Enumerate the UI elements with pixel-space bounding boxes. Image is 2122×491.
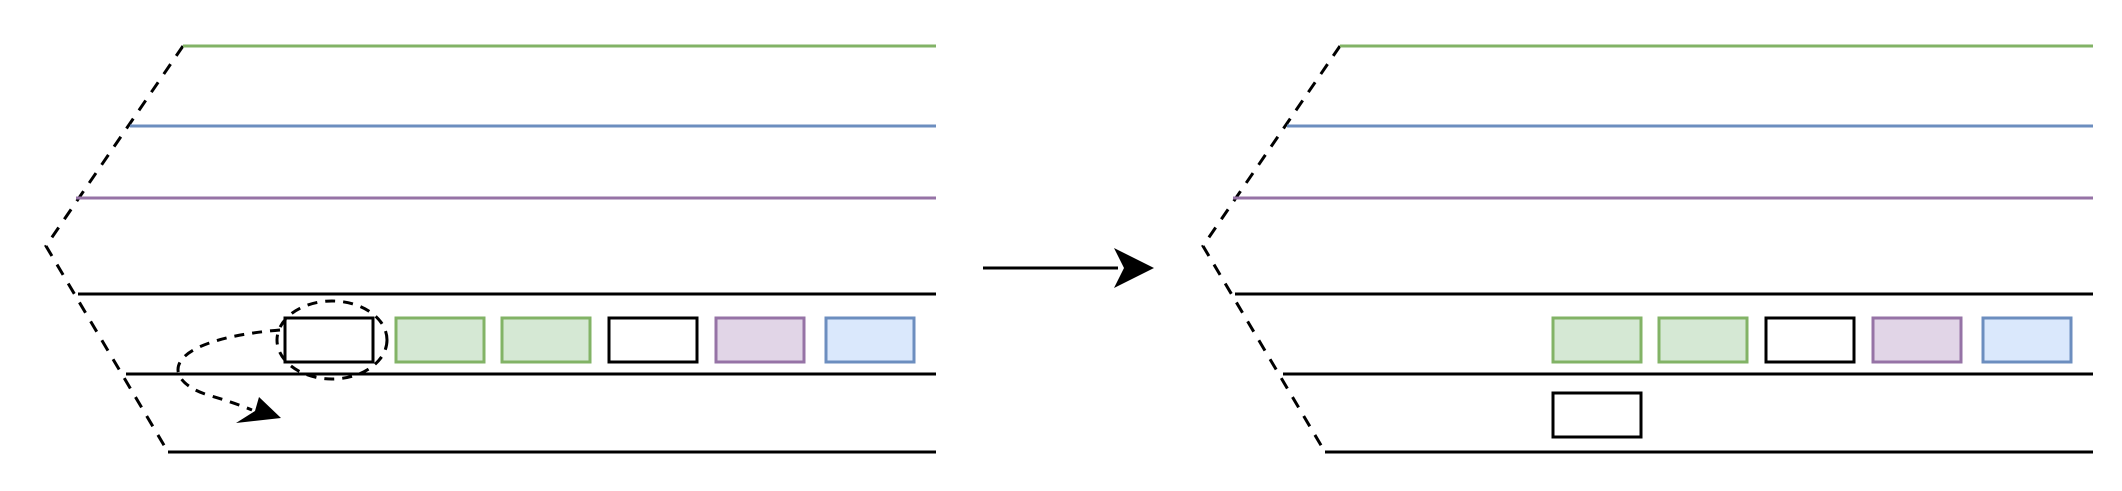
lower-lane-block-white	[1551, 391, 1643, 439]
queue-block-green	[500, 316, 592, 364]
queue-block-blue	[1981, 316, 2073, 364]
right-arrow-icon	[1114, 248, 1154, 288]
queue-block-green	[394, 316, 486, 364]
queue-block-white	[607, 316, 699, 364]
panel-before	[44, 44, 936, 454]
queue-block-green	[1657, 316, 1749, 364]
lane-change-arrowhead	[236, 397, 281, 423]
queue-block-purple	[714, 316, 806, 364]
transition-arrow	[983, 248, 1154, 288]
queue-block-white	[1764, 316, 1856, 364]
road-edge-dashed	[44, 45, 185, 453]
highlight-ellipse-dashed	[275, 299, 389, 381]
queue-block-green	[1551, 316, 1643, 364]
queue-block-blue	[824, 316, 916, 364]
queue-block-purple	[1871, 316, 1963, 364]
queue-block-white	[283, 316, 375, 364]
road-edge-dashed	[1201, 45, 1342, 453]
lane-change-arrow-dashed	[176, 328, 281, 412]
panel-after	[1201, 44, 2093, 454]
